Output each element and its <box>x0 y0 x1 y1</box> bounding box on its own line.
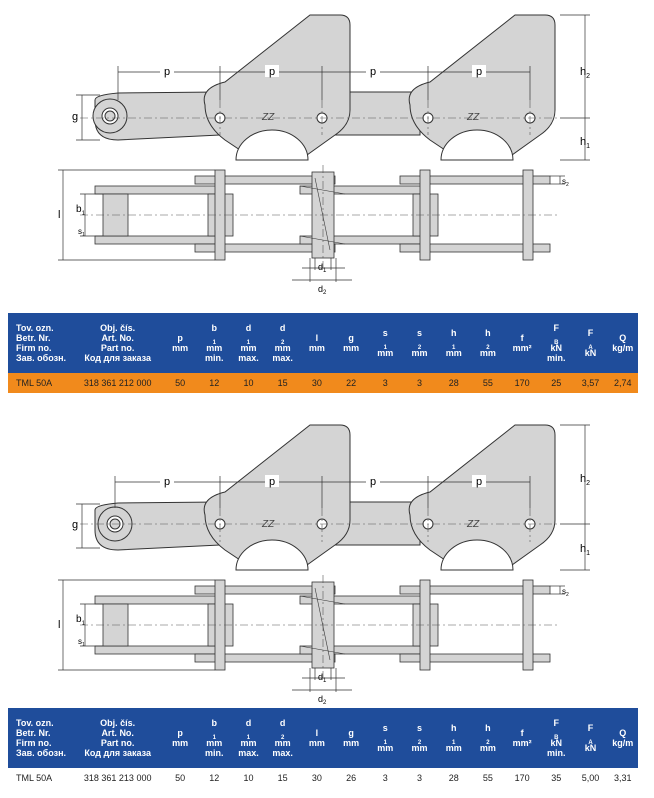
dim-s1-label: s <box>78 227 82 236</box>
svg-text:h2: h2 <box>580 66 590 80</box>
svg-text:s2: s2 <box>562 177 569 188</box>
col-header-part-no: Obj. čís.Art. No.Part no.Код для заказа <box>72 708 163 768</box>
dim-p-label: p <box>370 476 376 488</box>
part-mark: ZZ <box>261 112 275 123</box>
col-header-firm-no: Tov. ozn.Betr. Nr.Firm no.Зав. обозн. <box>8 313 73 373</box>
svg-text:b1: b1 <box>76 204 86 217</box>
dim-s2-label: s <box>562 177 566 186</box>
part-mark: ZZ <box>466 112 480 123</box>
svg-text:s1: s1 <box>78 637 85 648</box>
chain-drawing-2: p p p p g h2 h1 ZZ ZZ <box>58 424 590 706</box>
dim-p-label: p <box>476 66 482 78</box>
spec-table-2: Tov. ozn.Betr. Nr.Firm no.Зав. обозн. Ob… <box>8 708 638 788</box>
col-header-part-no: Obj. čís.Art. No.Part no.Код для заказа <box>72 313 163 373</box>
dim-p-label: p <box>370 66 376 78</box>
table-header-row: Tov. ozn.Betr. Nr.Firm no.Зав. обозн. Ob… <box>8 313 638 373</box>
attachment-plate-right <box>408 14 556 161</box>
dim-h2-label: h <box>580 473 586 485</box>
dim-p-label: p <box>269 476 275 488</box>
dim-s1-label: s <box>78 637 82 646</box>
dim-d2-label: d <box>318 694 323 704</box>
part-mark: ZZ <box>466 519 480 530</box>
dim-b1-label: b <box>76 204 82 215</box>
dim-p-label: p <box>164 476 170 488</box>
dim-s2-label: s <box>562 587 566 596</box>
col-header-firm-no: Tov. ozn.Betr. Nr.Firm no.Зав. обозн. <box>8 708 73 768</box>
table-row: TML 50A 318 361 213 000 50 12 10 15 30 2… <box>8 768 638 788</box>
dim-p-label: p <box>269 66 275 78</box>
attachment-plate-right <box>408 424 556 571</box>
attachment-plate-left <box>203 14 351 161</box>
svg-text:d2: d2 <box>318 694 327 706</box>
dim-d2-label: d <box>318 284 323 294</box>
dim-p-label: p <box>476 476 482 488</box>
chain-drawing-1: p p p p g h2 h1 ZZ ZZ <box>58 14 590 296</box>
dim-g-label: g <box>72 111 78 123</box>
table-row: TML 50A 318 361 212 000 50 12 10 15 30 2… <box>8 373 638 393</box>
dim-g-label: g <box>72 519 78 531</box>
dim-p-label: p <box>164 66 170 78</box>
table-header-row: Tov. ozn.Betr. Nr.Firm no.Зав. обозн. Ob… <box>8 708 638 768</box>
svg-text:d1: d1 <box>318 262 327 274</box>
spec-table-1: Tov. ozn.Betr. Nr.Firm no.Зав. обозн. Ob… <box>8 313 638 393</box>
svg-text:h1: h1 <box>580 136 590 150</box>
svg-text:s2: s2 <box>562 587 569 598</box>
dim-b1-label: b <box>76 614 82 625</box>
dim-l-label: l <box>58 619 60 631</box>
dim-h2-label: h <box>580 66 586 78</box>
chain-plan-view <box>94 579 551 671</box>
attachment-plate-left <box>203 424 351 571</box>
svg-text:d1: d1 <box>318 672 327 684</box>
dim-d1-label: d <box>318 672 323 682</box>
dim-d1-label: d <box>318 262 323 272</box>
section-2: p p p p g h2 h1 ZZ ZZ <box>0 410 654 798</box>
dim-h1-label: h <box>580 543 586 555</box>
svg-text:b1: b1 <box>76 614 86 627</box>
dim-h1-label: h <box>580 136 586 148</box>
part-mark: ZZ <box>261 519 275 530</box>
svg-text:s1: s1 <box>78 227 85 238</box>
svg-text:d2: d2 <box>318 284 327 296</box>
svg-text:h2: h2 <box>580 473 590 487</box>
section-1: p p p p g h2 h1 ZZ ZZ <box>8 14 638 393</box>
svg-text:h1: h1 <box>580 543 590 557</box>
dim-l-label: l <box>58 209 60 221</box>
